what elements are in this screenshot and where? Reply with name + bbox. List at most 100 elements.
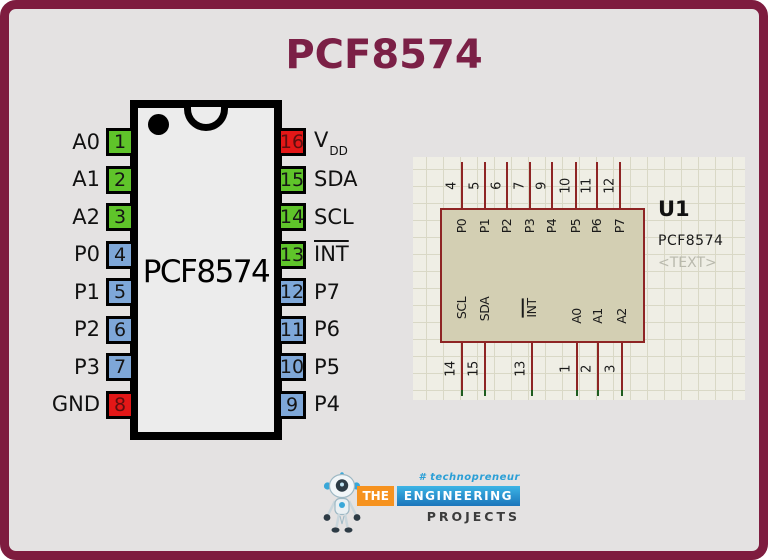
pin-row-1: A0 1	[30, 128, 134, 156]
pin-label: P4	[314, 392, 341, 416]
pin-line	[484, 162, 486, 208]
pin-number: 11	[279, 318, 305, 341]
pin-number-box: 9	[278, 390, 306, 419]
pin-number: 15	[279, 168, 305, 191]
schematic-port-label-p3: P3	[521, 218, 537, 234]
pin-number: 16	[279, 131, 305, 153]
pin-end-tip	[621, 390, 623, 396]
pin-line	[576, 343, 578, 396]
dip-body: PCF8574	[130, 100, 282, 440]
pin-end-tip	[531, 390, 533, 396]
pin-number: 3	[113, 206, 127, 228]
pin-number-box: 5	[106, 278, 134, 306]
pin-label: P0	[73, 242, 100, 266]
schematic-symbol-body	[440, 208, 645, 343]
schematic-port-label-p4: P4	[543, 218, 559, 234]
schematic-port-label-int: INT	[523, 298, 539, 318]
pin-row-15: 15 SDA	[278, 165, 358, 194]
pin-number: 9	[285, 393, 299, 416]
pin-number-rotated: 15	[466, 361, 482, 377]
pin-line	[551, 162, 553, 208]
pin-number-box: 14	[278, 203, 306, 231]
logo-projects: PROJECTS	[426, 509, 520, 524]
pin-number-box: 13	[278, 240, 306, 269]
pin-number-rotated: 10	[558, 178, 574, 194]
ref-designator: U1	[658, 197, 690, 221]
logo-engineering: ENGINEERING	[396, 486, 520, 506]
pin-number-box: 4	[106, 240, 134, 269]
robot-icon	[323, 472, 361, 533]
pin-number: 8	[113, 393, 127, 416]
pin-number: 1	[113, 131, 127, 153]
text-placeholder: <TEXT>	[658, 255, 717, 271]
pin-number-rotated: 4	[444, 182, 460, 190]
pin-row-8: GND 8	[30, 390, 134, 419]
pin-number-rotated: 2	[579, 365, 595, 373]
part-number: PCF8574	[658, 233, 724, 249]
pin-line	[596, 162, 598, 208]
pin-row-13: 13 INT	[278, 240, 358, 269]
pin-label: A1	[72, 167, 100, 191]
pin-number-box: 7	[106, 353, 134, 381]
schematic-port-label-a1: A1	[589, 308, 605, 324]
logo-tagline: # technopreneur	[418, 472, 520, 483]
pin-line	[575, 162, 577, 208]
pin-number-rotated: 6	[489, 182, 505, 190]
pin-line	[461, 343, 463, 396]
pin-label: P7	[314, 279, 341, 304]
pin-number-box: 1	[106, 128, 134, 156]
pin-row-7: P3 7	[30, 353, 134, 381]
pin-number-rotated: 7	[512, 182, 528, 190]
pin-end-tip	[461, 390, 463, 396]
pin-number-rotated: 9	[534, 182, 550, 190]
pin-label: P2	[73, 317, 100, 341]
pin-number-box: 8	[106, 390, 134, 419]
pin-number: 2	[113, 168, 127, 191]
pin-row-6: P2 6	[30, 315, 134, 344]
schematic-port-label-scl: SCL	[453, 296, 469, 320]
pin-number-rotated: 1	[558, 365, 574, 373]
pin-row-11: 11 P6	[278, 315, 358, 344]
dip-right-pins: 16 VDD 15 SDA 14 SCL 13 INT 12 P7	[278, 128, 358, 419]
pin-number: 14	[279, 206, 305, 228]
pin-row-12: 12 P7	[278, 278, 358, 306]
pin-label: P3	[73, 354, 100, 379]
pin-label-main: V	[314, 127, 329, 152]
pin-number-box: 10	[278, 353, 306, 381]
pin-line	[506, 162, 508, 208]
pin-label: VDD	[314, 127, 348, 157]
schematic-port-label-a2: A2	[613, 308, 629, 324]
pin-number: 6	[113, 318, 127, 341]
schematic-port-label-p5: P5	[567, 218, 583, 234]
pin-number: 4	[113, 243, 127, 266]
logo-the: THE	[357, 486, 394, 506]
schematic-port-label-sda: SDA	[476, 296, 492, 322]
pin-row-4: P0 4	[30, 240, 134, 269]
pin-number-box: 15	[278, 165, 306, 194]
pin-line	[621, 343, 623, 396]
pin-end-tip	[576, 390, 578, 396]
pin-label: A0	[72, 129, 100, 154]
dip-chip-label: PCF8574	[142, 254, 271, 290]
pin-row-14: 14 SCL	[278, 203, 358, 231]
pin-number: 13	[279, 243, 305, 266]
pin-end-tip	[484, 390, 486, 396]
pin-number-rotated: 12	[602, 178, 618, 194]
pin-label: P5	[314, 354, 341, 379]
pin-label: P6	[314, 317, 341, 341]
pin-number-box: 11	[278, 315, 306, 344]
pin-line	[597, 343, 599, 396]
schematic-port-label-p7: P7	[611, 218, 627, 234]
pin-line	[529, 162, 531, 208]
pin-label: SCL	[314, 204, 354, 229]
pin-end-tip	[597, 390, 599, 396]
schematic-panel: 4 5 6 7 9 10 11 12 P0 P1 P2 P3 P4 P5 P6 …	[413, 157, 745, 400]
pin-number-box: 2	[106, 165, 134, 194]
schematic-port-label-p0: P0	[453, 218, 469, 234]
pin-number-rotated: 13	[513, 361, 529, 377]
pin-number-rotated: 3	[603, 365, 619, 373]
pin-line	[484, 343, 486, 396]
pin-label: GND	[51, 392, 100, 416]
pin-line	[619, 162, 621, 208]
